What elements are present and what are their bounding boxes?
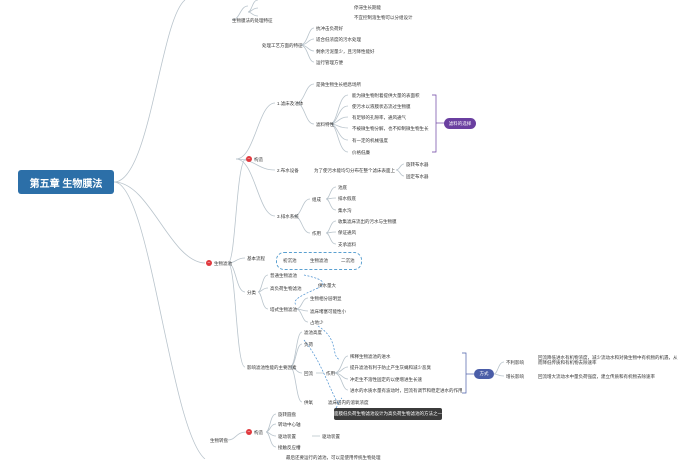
mode-pill[interactable]: 方式 (474, 369, 494, 379)
node-rotary-distributor[interactable]: 旋转布水器 (406, 162, 429, 167)
node-media-5[interactable]: 有一定的机械强度 (352, 138, 388, 143)
media-selection-pill[interactable]: 滤料的选择 (444, 118, 476, 129)
node-filter-height[interactable]: 滤池高度 (304, 330, 322, 335)
node-growth-effect[interactable]: 增长影响 (506, 374, 524, 379)
node-collect[interactable]: 收集滤床流出的污水与生物膜 (338, 219, 397, 224)
node-oxygen[interactable]: 供氧 (304, 400, 313, 405)
node-composition[interactable]: 组成 (312, 197, 321, 202)
node-ventilate[interactable]: 保证通风 (338, 230, 356, 235)
node-influence-factors[interactable]: 影响滤池性能的主要因素 (247, 365, 297, 370)
node-feature-1[interactable]: 抗冲击负荷好 (316, 26, 343, 31)
node-collection-channel[interactable]: 集水沟 (338, 208, 352, 213)
node-recirc-function[interactable]: 作用 (326, 371, 335, 376)
node-rbc-structure[interactable]: 构造 (254, 430, 263, 435)
node-stratified[interactable]: 生物相分层明显 (310, 296, 342, 301)
node-media-3[interactable]: 有足够的孔隙率，通风通气 (352, 115, 406, 120)
node-high-rate-filter[interactable]: 高负荷生物滤池 (270, 286, 302, 291)
node-feature-4[interactable]: 运行管理方便 (316, 60, 343, 65)
node-feature-3[interactable]: 剩余污泥量少，且污降性能好 (316, 49, 375, 54)
node-support[interactable]: 支承滤料 (338, 242, 356, 247)
node-low-clogging[interactable]: 滤床堵塞可能性小 (310, 309, 346, 314)
callout-note[interactable]: 面膜低负荷生物滤池设计为高负荷生物滤池的方法之一 (334, 408, 442, 420)
node-classification[interactable]: 分类 (247, 290, 256, 295)
node-process-features[interactable]: 处理工艺方面的特征 (262, 43, 303, 48)
node-filter-bed[interactable]: 1.滤床及池体 (277, 101, 304, 106)
node-media-4[interactable]: 不被微生物分解，也不抑制微生物生长 (352, 126, 429, 131)
node-recirc-4[interactable]: 进水的水质水量有波动时，回流有调节和稳定进水的作用 (350, 388, 463, 393)
node-top3[interactable]: 不宜控制溶生物可以分组设计 (354, 15, 413, 20)
node-drive-unit[interactable]: 驱动装置 (278, 434, 296, 439)
node-biofilter[interactable]: 生物滤池 (214, 261, 232, 266)
node-reaction-tank[interactable]: 接触反应槽 (278, 445, 301, 450)
node-standard-filter[interactable]: 普通生物滤池 (270, 273, 297, 278)
node-media-1[interactable]: 能为微生物附着提供大量的表面积 (352, 93, 420, 98)
node-distributor[interactable]: 2.布水设备 (277, 168, 299, 173)
node-recirculation[interactable]: 回流 (304, 371, 313, 376)
node-large-supply[interactable]: 供水量大 (318, 283, 336, 288)
minus-circle-icon[interactable]: − (246, 429, 252, 435)
node-tower-filter[interactable]: 塔式生物滤池 (270, 307, 297, 312)
node-center-shaft[interactable]: 转动中心轴 (278, 422, 301, 427)
node-small-footprint[interactable]: 占地少 (310, 320, 324, 325)
node-distributor-purpose[interactable]: 为了使污水能均匀分布在整个滤床表面上 (314, 168, 395, 173)
node-basic-flow[interactable]: 基本流程 (247, 256, 265, 261)
node-drainage[interactable]: 3.排水系统 (277, 214, 299, 219)
root-topic[interactable]: 第五章 生物膜法 (18, 170, 114, 194)
node-media-2[interactable]: 使污水以液膜状态流过生物膜 (352, 104, 411, 109)
minus-circle-icon[interactable]: − (206, 260, 212, 266)
node-oxygen-detail[interactable]: 滤床层内的溶氧浓度 (328, 400, 369, 405)
node-habitat[interactable]: 是微生物生长栖息场所 (316, 82, 361, 87)
minus-circle-icon[interactable]: − (246, 156, 252, 162)
node-secondary-clarifier[interactable]: 二沉池 (341, 258, 355, 263)
node-recirc-1[interactable]: 稀释生物滤池的进水 (350, 354, 391, 359)
node-feature-2[interactable]: 适合低浓度的污水处理 (316, 37, 361, 42)
node-rbc[interactable]: 生物转盘 (210, 438, 228, 443)
node-adverse-effect[interactable]: 不利影响 (506, 360, 524, 365)
node-processing-features[interactable]: 生物膜法的处理特征 (232, 18, 273, 23)
node-flow-biofilter[interactable]: 生物滤池 (310, 258, 328, 263)
node-fixed-distributor[interactable]: 固定布水器 (406, 174, 429, 179)
node-media-6[interactable]: 价格低廉 (352, 150, 370, 155)
node-recirc-2[interactable]: 提升滤池有利于防止产生灰蝇和减少恶臭 (350, 365, 431, 370)
node-pool-bottom[interactable]: 池底 (338, 185, 347, 190)
node-top2[interactable]: 停滞生长期能 (354, 5, 381, 10)
node-drive-unit-2[interactable]: 驱动装置 (322, 434, 340, 439)
node-growth-text[interactable]: 回流增大流动水中量负荷强度，建立传质和有机物去除速率 (538, 374, 655, 379)
node-function[interactable]: 作用 (312, 231, 321, 236)
node-load[interactable]: 负荷 (304, 342, 313, 347)
node-adverse-text[interactable]: 回流降低进水有机物浓度，减少流动水和对微生物中有机物的机遇，从而降低传质和有机物… (538, 355, 678, 365)
node-rotating-disc[interactable]: 旋转圆盘 (278, 412, 296, 417)
node-primary-clarifier[interactable]: 初沉池 (283, 258, 297, 263)
node-media-properties[interactable]: 滤料特性 (316, 122, 334, 127)
node-false-bottom[interactable]: 排水假底 (338, 196, 356, 201)
flow-group (276, 252, 362, 270)
node-bottom-note[interactable]: 最后还要运行的滤池，可以是使用传统生物处理 (286, 455, 381, 460)
node-recirc-3[interactable]: 冲走生不溶性固定的以便增进生长速 (350, 377, 422, 382)
node-structure[interactable]: 构造 (254, 157, 263, 162)
